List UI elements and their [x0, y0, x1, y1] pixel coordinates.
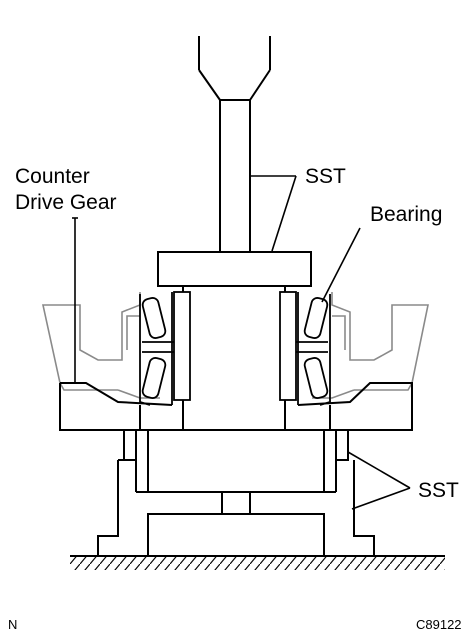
- ground: [70, 555, 445, 570]
- figure-code: C89122: [416, 617, 462, 632]
- leader-lines: [72, 175, 411, 510]
- press-plate: [157, 251, 312, 287]
- label-sst-top: SST: [305, 165, 346, 188]
- label-bearing: Bearing: [370, 203, 442, 226]
- label-counter: Counter: [15, 165, 90, 188]
- label-sst-bottom: SST: [418, 479, 459, 502]
- label-drive-gear: Drive Gear: [15, 191, 117, 214]
- bearing-left: [139, 291, 191, 406]
- press-ram: [198, 36, 271, 252]
- base-plate: [59, 382, 413, 431]
- bearing-right: [279, 291, 331, 406]
- label-corner-n: N: [8, 617, 17, 632]
- center-collar: [182, 286, 286, 430]
- bottom-blocks: [147, 491, 325, 557]
